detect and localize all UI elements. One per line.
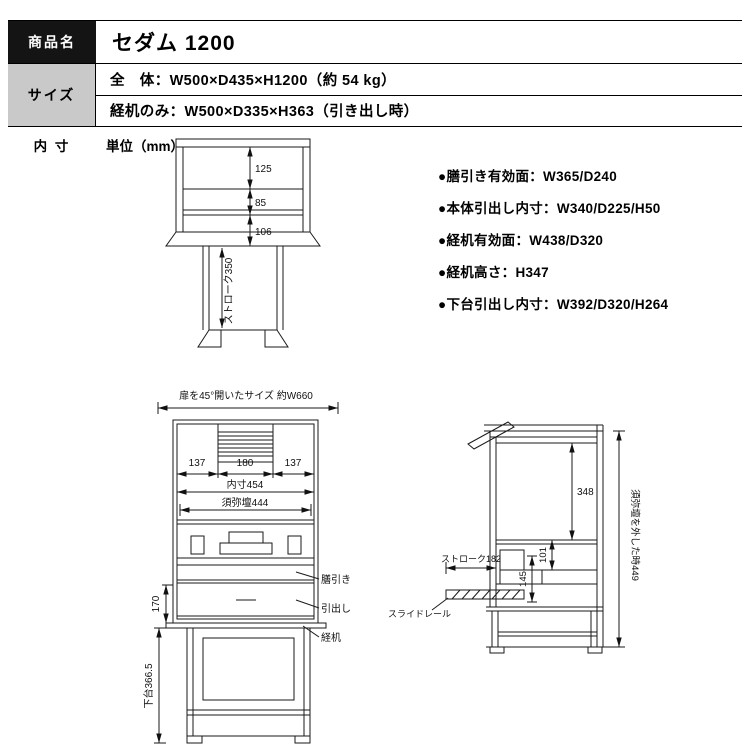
unit-note: 単位（mm）: [106, 139, 185, 154]
side-view-dim-lines: [446, 431, 622, 647]
upper-unit-outline: [165, 138, 321, 348]
side-view-outline: [431, 421, 625, 654]
spec-item: ●下台引出し内寸：W392/D320/H264: [438, 297, 669, 312]
label-kyozukue: 経机: [321, 631, 341, 644]
dim-106: 106: [255, 227, 272, 238]
size-label: サイズ: [8, 64, 96, 126]
size-values: 全 体：W500×D435×H1200（約 54 kg） 経机のみ：W500×D…: [96, 64, 742, 126]
dim-348: 348: [577, 487, 594, 498]
dim-125: 125: [255, 164, 272, 175]
product-name-value: セダム 1200: [112, 32, 236, 55]
dim-stroke-182: ストローク182: [441, 554, 501, 564]
size-row: サイズ 全 体：W500×D435×H1200（約 54 kg） 経机のみ：W5…: [8, 64, 742, 127]
spec-item: ●膳引き有効面：W365/D240: [438, 169, 618, 184]
spec-item: ●本体引出し内寸：W340/D225/H50: [438, 201, 661, 216]
front-view-dim-labels: 扉を45°開いたサイズ 約W660 137 180 137 内寸454 須弥壇4…: [142, 389, 351, 709]
dim-shimodai-366-5: 下台366.5: [142, 663, 155, 708]
dim-shumidan-444: 須弥壇444: [222, 496, 269, 509]
dim-145: 145: [518, 571, 529, 587]
spec-list: ●膳引き有効面：W365/D240 ●本体引出し内寸：W340/D225/H50…: [438, 159, 668, 319]
inner-dim-label: 内 寸: [33, 139, 71, 154]
label-zenbiki: 膳引き: [321, 573, 351, 586]
dim-180: 180: [237, 458, 254, 469]
side-view-dim-labels: 348 101 145 ストローク182 スライドレール 須弥壇を外した時449: [388, 487, 641, 619]
upper-unit-dim-lines: [219, 147, 253, 328]
dim-101: 101: [538, 547, 549, 563]
front-view-dim-lines: [156, 405, 338, 743]
product-name-row: 商品名 セダム 1200: [8, 20, 742, 64]
front-view-drawing: 扉を45°開いたサイズ 約W660 137 180 137 内寸454 須弥壇4…: [142, 389, 351, 744]
front-view-outline: [154, 402, 339, 744]
upper-unit-dim-labels: 125 85 106 ストローク350: [223, 164, 272, 324]
dim-137-right: 137: [285, 458, 302, 469]
label-slide-rail: スライドレール: [388, 609, 451, 619]
label-hikidashi: 引出し: [321, 602, 351, 615]
dim-stroke-350: ストローク350: [223, 257, 235, 324]
dim-inner-454: 内寸454: [227, 478, 264, 491]
upper-unit-drawing: 125 85 106 ストローク350: [165, 138, 321, 348]
dim-door-open-width: 扉を45°開いたサイズ 約W660: [179, 389, 313, 402]
spec-item: ●経机有効面：W438/D320: [438, 233, 604, 248]
dim-170: 170: [151, 595, 162, 612]
side-view-drawing: 348 101 145 ストローク182 スライドレール 須弥壇を外した時449: [388, 421, 641, 654]
size-desk-only: 経机のみ：W500×D335×H363（引き出し時）: [96, 94, 742, 127]
inner-dim-row: 内 寸 単位（mm）: [8, 127, 742, 163]
spec-item: ●経机高さ：H347: [438, 265, 549, 280]
product-name-label: 商品名: [8, 21, 96, 63]
size-overall: 全 体：W500×D435×H1200（約 54 kg）: [110, 72, 397, 89]
dim-137-left: 137: [189, 458, 206, 469]
dim-shumidan-removed-449: 須弥壇を外した時449: [629, 489, 641, 581]
dim-85: 85: [255, 198, 267, 209]
